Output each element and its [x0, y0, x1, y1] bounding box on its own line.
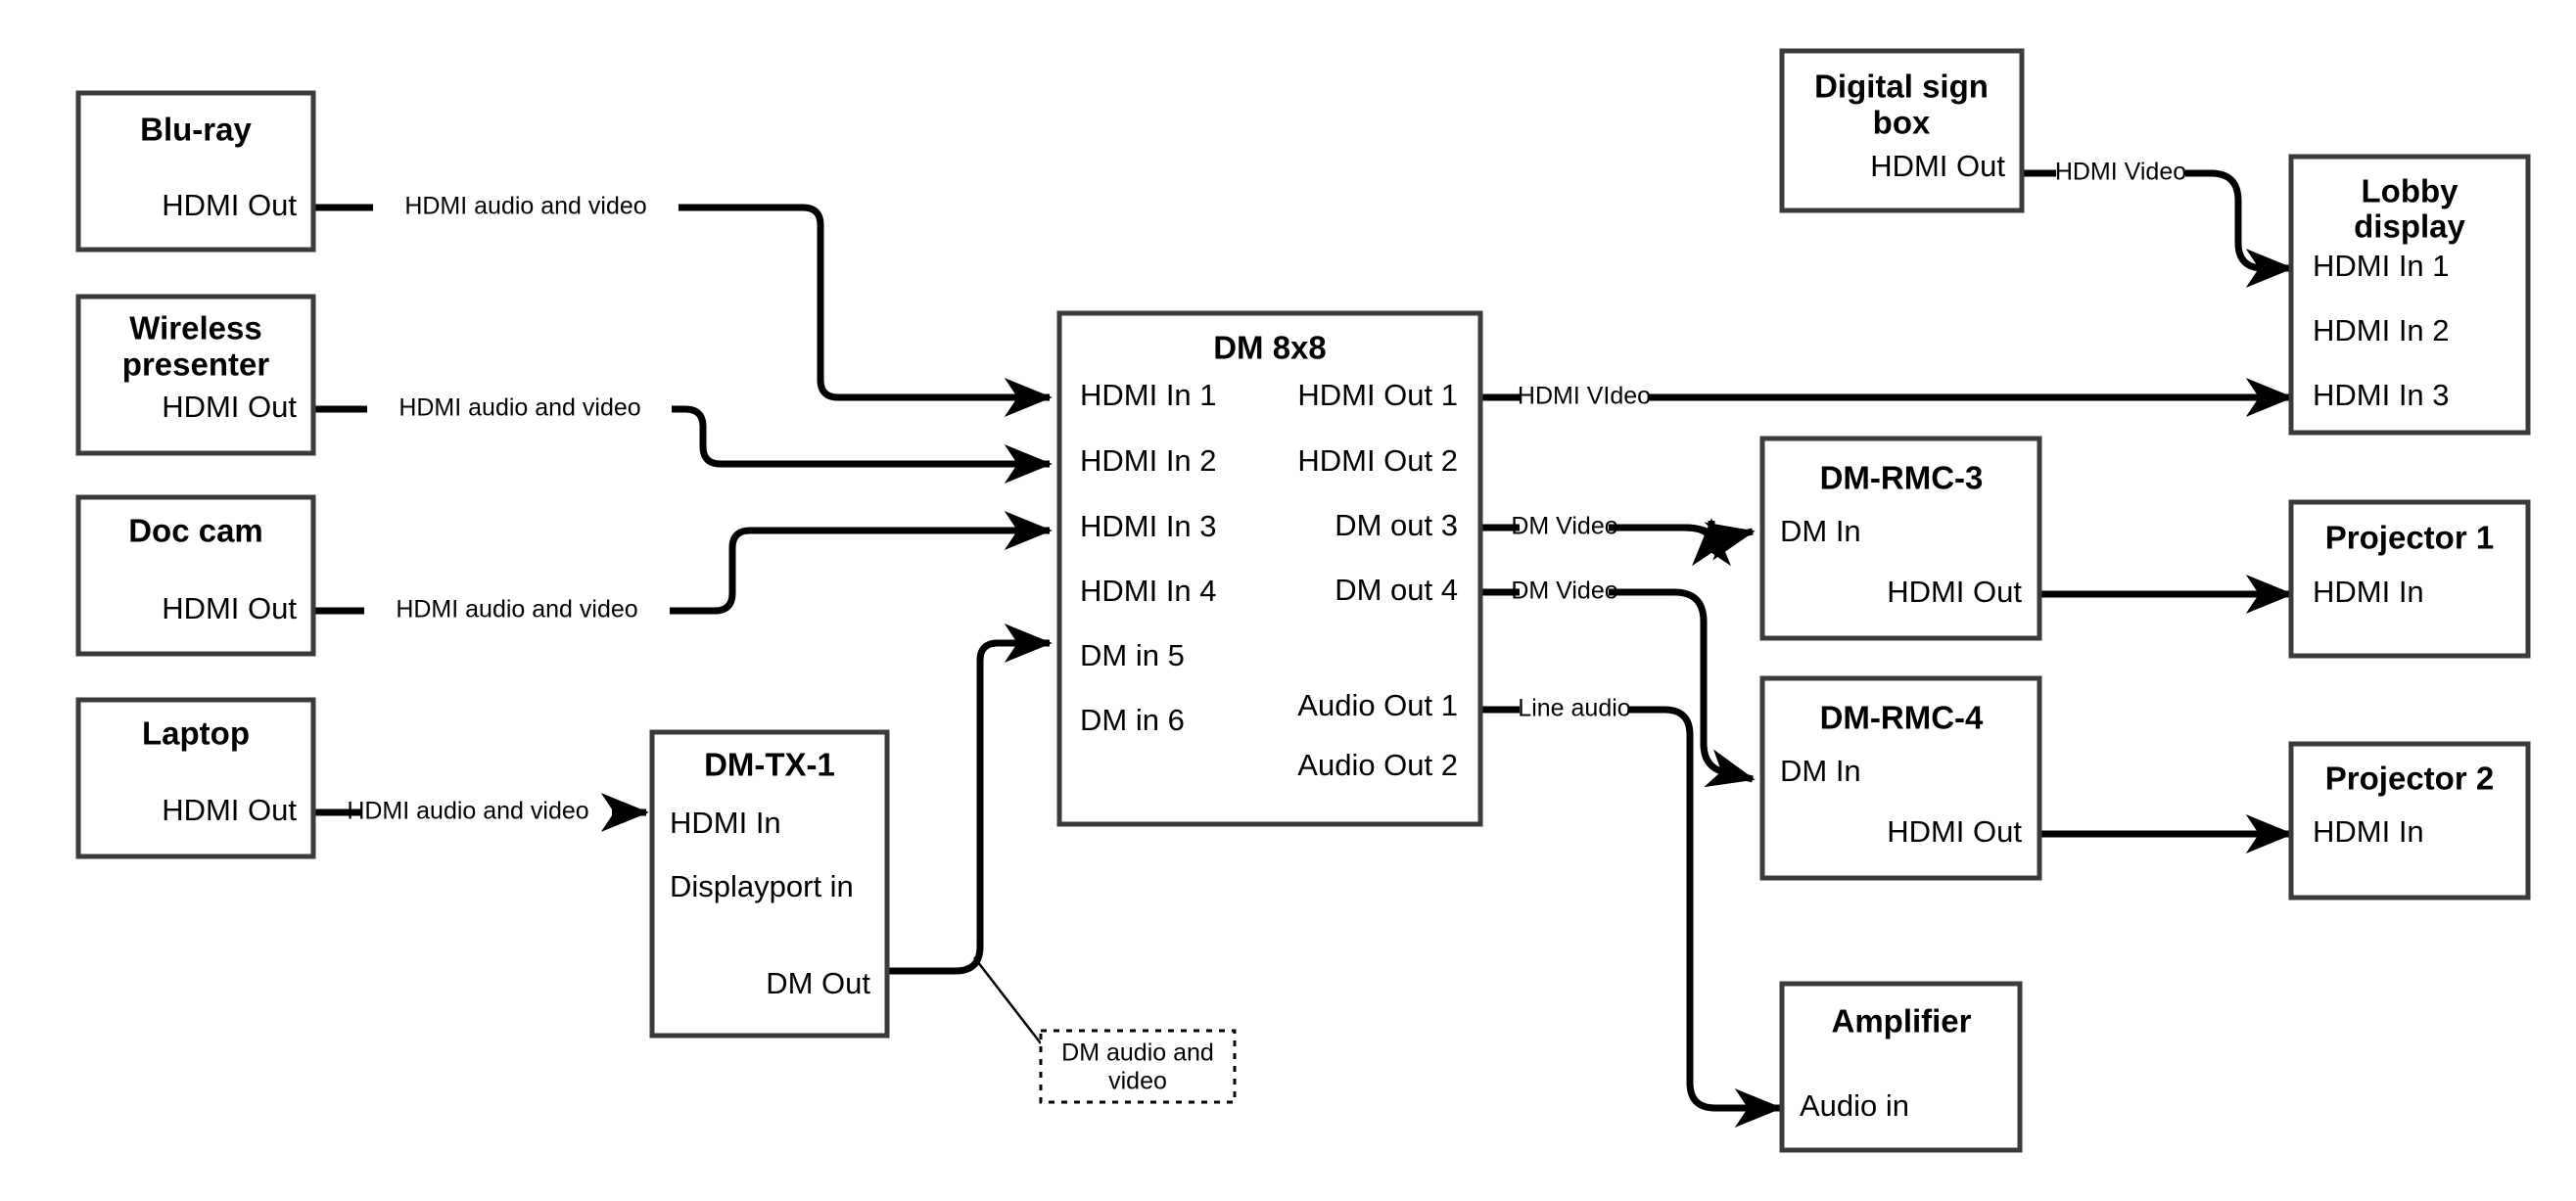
port-dm-tx-1-dm-out: DM Out — [766, 966, 870, 1000]
wire-label-bluray: HDMI audio and video — [404, 193, 646, 220]
note-box-dm-audio-video — [1039, 1029, 1237, 1104]
wire-dmtx1-to-dm8x8 — [887, 624, 1053, 975]
device-box-digital-sign-box[interactable] — [1779, 48, 2025, 213]
device-doc-cam[interactable]: Doc cam HDMI Out — [75, 494, 316, 657]
port-projector-1-hdmi-in: HDMI In — [2313, 575, 2424, 609]
device-box-bluray[interactable] — [75, 90, 316, 253]
port-dm-rmc-4-dm-in: DM In — [1780, 754, 1861, 788]
device-title-amplifier: Amplifier — [1831, 1003, 1971, 1039]
device-box-doc-cam[interactable] — [75, 494, 316, 657]
port-dm-rmc-4-hdmi-out: HDMI Out — [1887, 814, 2022, 849]
device-digital-sign-box[interactable]: Digital sign box HDMI Out — [1779, 48, 2025, 213]
port-dm-8x8-dm-out-4: DM out 4 — [1335, 573, 1458, 607]
port-digital-sign-box-hdmi-out: HDMI Out — [1870, 149, 2005, 183]
wire-sign-to-lobby: HDMI Video — [2022, 159, 2294, 288]
wire-laptop-to-dmtx1: HDMI audio and video — [313, 793, 649, 832]
wire-label-dm-video-4: DM Video — [1511, 577, 1617, 605]
device-title-digital-sign-box-line1: Digital sign — [1814, 69, 1989, 105]
device-title-digital-sign-box-line2: box — [1873, 105, 1931, 141]
wire-label-laptop: HDMI audio and video — [347, 798, 588, 825]
note-dm-audio-video-line2: video — [1108, 1068, 1167, 1095]
port-dm-8x8-audio-out-2: Audio Out 2 — [1297, 748, 1458, 782]
device-box-lobby-display[interactable] — [2288, 154, 2531, 436]
port-dm-8x8-hdmi-in-2: HDMI In 2 — [1080, 443, 1217, 478]
device-amplifier[interactable]: Amplifier Audio in — [1779, 981, 2023, 1153]
device-title-bluray: Blu-ray — [140, 112, 252, 148]
wire-label-wireless: HDMI audio and video — [398, 394, 640, 422]
port-laptop-hdmi-out: HDMI Out — [162, 793, 297, 827]
device-wireless-presenter[interactable]: Wireless presenter HDMI Out — [75, 294, 316, 456]
port-dm-tx-1-displayport-in: Displayport in — [670, 869, 854, 903]
wire-label-hdmi-video-sign: HDMI Video — [2055, 159, 2186, 186]
device-title-wireless-presenter-line2: presenter — [122, 346, 270, 383]
port-dm-rmc-3-dm-in: DM In — [1780, 514, 1861, 548]
device-box-dm-tx-1[interactable] — [649, 729, 890, 1039]
wire-label-dm-video-3: DM Video — [1511, 513, 1617, 540]
wire-dm8x8-out1-to-lobby: HDMI VIdeo — [1480, 378, 2294, 417]
port-projector-2-hdmi-in: HDMI In — [2313, 814, 2424, 849]
device-dm-rmc-3[interactable]: DM-RMC-3 DM In HDMI Out — [1759, 436, 2042, 641]
wire-rmc3-elbow — [1609, 522, 1756, 561]
device-box-laptop[interactable] — [75, 697, 316, 859]
device-box-dm-rmc-4[interactable] — [1759, 675, 2042, 881]
wire-bluray-to-dm8x8: HDMI audio and video — [313, 193, 1053, 417]
port-amplifier-audio-in: Audio in — [1800, 1088, 1909, 1123]
port-lobby-display-hdmi-in-2: HDMI In 2 — [2313, 313, 2450, 347]
device-dm-tx-1[interactable]: DM-TX-1 HDMI In Displayport in DM Out — [649, 729, 890, 1039]
device-box-projector-1[interactable] — [2288, 499, 2531, 659]
port-dm-8x8-dm-out-3: DM out 3 — [1335, 508, 1458, 542]
port-bluray-hdmi-out: HDMI Out — [162, 188, 297, 222]
wire-label-hdmi-video-out1: HDMI VIdeo — [1518, 383, 1651, 410]
device-box-dm-8x8[interactable] — [1056, 310, 1483, 827]
device-title-wireless-presenter-line1: Wireless — [129, 310, 261, 346]
port-lobby-display-hdmi-in-3: HDMI In 3 — [2313, 378, 2450, 412]
port-dm-rmc-3-hdmi-out: HDMI Out — [1887, 575, 2022, 609]
port-wireless-presenter-hdmi-out: HDMI Out — [162, 390, 297, 424]
device-title-projector-1: Projector 1 — [2325, 520, 2494, 556]
device-box-wireless-presenter[interactable] — [75, 294, 316, 456]
device-lobby-display[interactable]: Lobby display HDMI In 1 HDMI In 2 HDMI I… — [2288, 154, 2531, 436]
port-dm-8x8-dm-in-5: DM in 5 — [1080, 638, 1185, 672]
device-title-dm-rmc-4: DM-RMC-4 — [1820, 700, 1984, 736]
device-title-dm-tx-1: DM-TX-1 — [704, 747, 835, 783]
wire-label-line-audio: Line audio — [1518, 695, 1630, 722]
device-title-projector-2: Projector 2 — [2325, 761, 2494, 797]
port-dm-8x8-hdmi-in-4: HDMI In 4 — [1080, 574, 1217, 608]
port-dm-tx-1-hdmi-in: HDMI In — [670, 806, 781, 840]
callout-dm-audio-video: DM audio and video — [973, 956, 1237, 1104]
port-dm-8x8-dm-in-6: DM in 6 — [1080, 703, 1185, 737]
port-dm-8x8-hdmi-out-2: HDMI Out 2 — [1297, 443, 1458, 478]
port-dm-8x8-audio-out-1: Audio Out 1 — [1297, 688, 1458, 722]
device-title-dm-8x8: DM 8x8 — [1213, 330, 1327, 366]
port-dm-8x8-hdmi-in-1: HDMI In 1 — [1080, 378, 1217, 412]
device-title-dm-rmc-3: DM-RMC-3 — [1820, 460, 1984, 496]
device-projector-2[interactable]: Projector 2 HDMI In — [2288, 741, 2531, 901]
note-dm-audio-video-line1: DM audio and — [1061, 1039, 1214, 1067]
device-box-dm-rmc-3[interactable] — [1759, 436, 2042, 641]
device-dm-8x8[interactable]: DM 8x8 HDMI In 1 HDMI In 2 HDMI In 3 HDM… — [1056, 310, 1483, 827]
device-laptop[interactable]: Laptop HDMI Out — [75, 697, 316, 859]
port-dm-8x8-hdmi-out-1: HDMI Out 1 — [1297, 378, 1458, 412]
device-title-lobby-display-line1: Lobby — [2362, 173, 2459, 209]
device-title-lobby-display-line2: display — [2354, 208, 2465, 245]
device-box-projector-2[interactable] — [2288, 741, 2531, 901]
device-box-amplifier[interactable] — [1779, 981, 2023, 1153]
wire-doccam-to-dm8x8: HDMI audio and video — [313, 511, 1053, 624]
device-bluray[interactable]: Blu-ray HDMI Out — [75, 90, 316, 253]
wire-dm8x8-audioout1-to-amplifier: Line audio — [1480, 695, 1783, 1128]
wire-dm8x8-out4-to-rmc4: DM Video — [1480, 577, 1756, 788]
device-dm-rmc-4[interactable]: DM-RMC-4 DM In HDMI Out — [1759, 675, 2042, 881]
device-projector-1[interactable]: Projector 1 HDMI In — [2288, 499, 2531, 659]
wire-label-doccam: HDMI audio and video — [396, 596, 637, 624]
port-dm-8x8-hdmi-in-3: HDMI In 3 — [1080, 509, 1217, 543]
device-title-laptop: Laptop — [142, 716, 250, 752]
wire-wireless-to-dm8x8: HDMI audio and video — [313, 394, 1053, 484]
port-lobby-display-hdmi-in-1: HDMI In 1 — [2313, 249, 2450, 283]
device-title-doc-cam: Doc cam — [128, 513, 263, 549]
port-doc-cam-hdmi-out: HDMI Out — [162, 591, 297, 625]
